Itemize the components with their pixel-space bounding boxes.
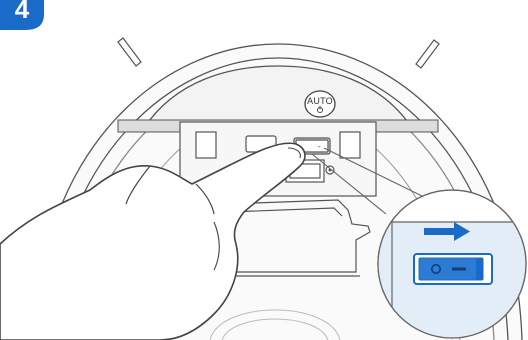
svg-text:-: - (318, 142, 321, 151)
step-number: 4 (0, 0, 44, 22)
auto-button-label: AUTO (302, 96, 338, 106)
side-brush-right (416, 40, 439, 68)
side-brush-left (118, 38, 141, 66)
power-switch (414, 254, 492, 284)
